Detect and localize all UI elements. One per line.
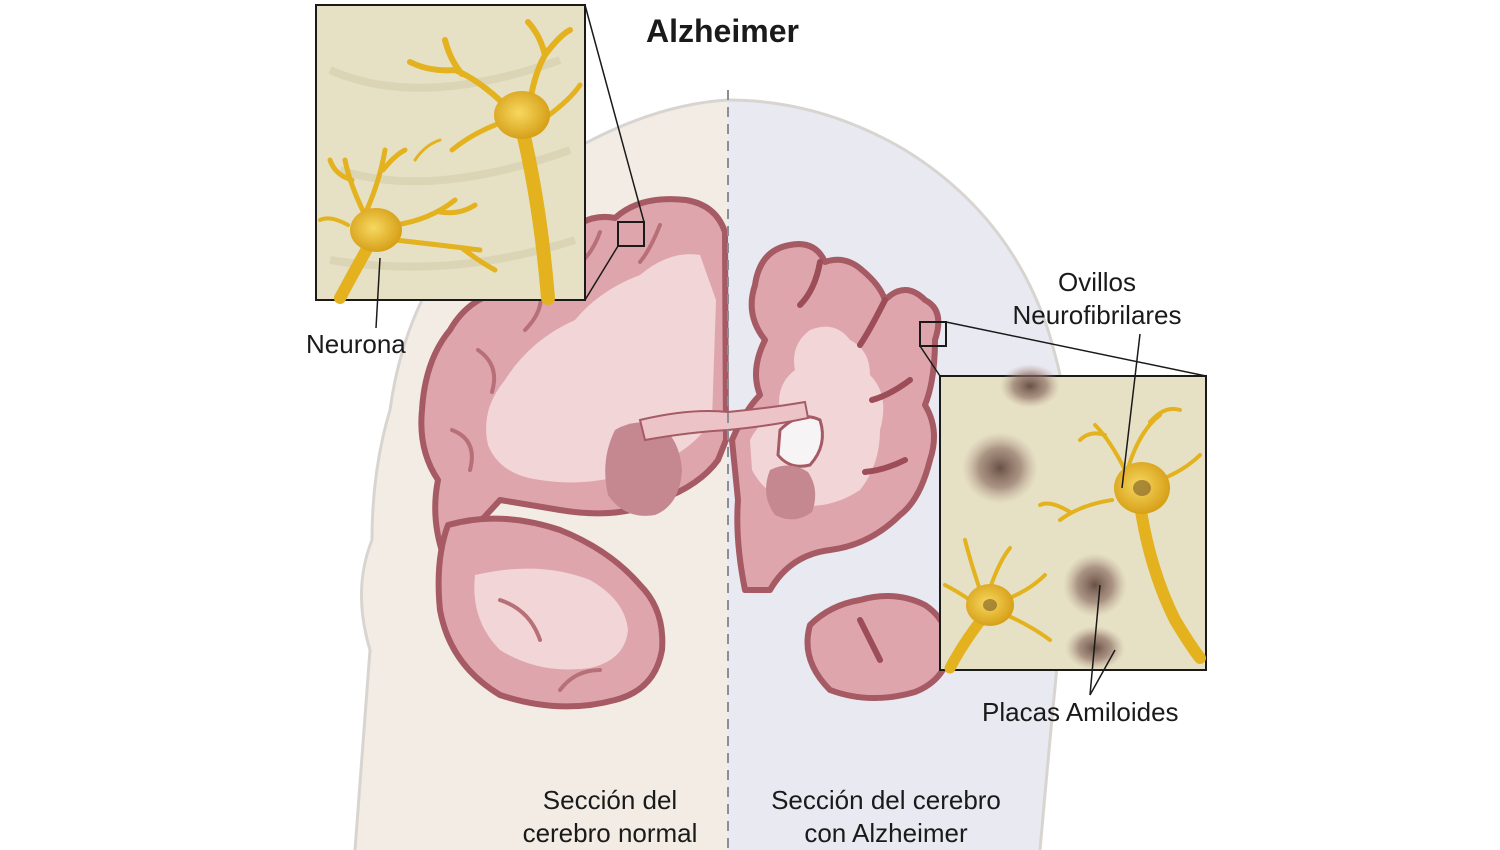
normal-zoom-line-top — [584, 4, 645, 223]
tangles-label-line-2: Neurofibrilares — [1012, 300, 1182, 330]
amyloid-plaques-label: Placas Amiloides — [982, 697, 1179, 727]
normal-caption-line-1: Sección del — [542, 785, 678, 815]
normal-deep-structure — [605, 422, 682, 516]
alzheimer-zoom-line-bottom — [919, 345, 941, 377]
alzheimer-deep-structure — [766, 465, 816, 520]
normal-zoom-line-bottom — [584, 245, 619, 301]
amyloid-plaque — [1000, 364, 1060, 408]
alzheimer-ventricle — [776, 415, 824, 468]
normal-sulci — [450, 223, 662, 692]
healthy-neuron-small — [318, 147, 498, 304]
corpus-callosum — [638, 400, 810, 442]
normal-temporal-white-matter — [474, 568, 628, 670]
alzheimer-brain-caption: Sección del cerebro con Alzheimer — [748, 784, 1024, 850]
alzheimer-zoom-marker — [919, 321, 947, 347]
normal-brain-caption: Sección del cerebro normal — [506, 784, 714, 850]
diagram-title: Alzheimer — [646, 13, 799, 49]
plaques-leader-line-2 — [1089, 649, 1116, 696]
neurofibrillary-tangles-label: Ovillos Neurofibrilares — [998, 266, 1196, 332]
alzheimer-zoom-line-top — [945, 321, 1207, 377]
normal-caption-line-2: cerebro normal — [522, 818, 698, 848]
normal-zoom-marker — [617, 221, 645, 247]
alzheimer-neuron-inset — [939, 364, 1207, 674]
amyloid-plaque — [962, 432, 1038, 504]
normal-neuron-inset — [315, 4, 586, 329]
diseased-neuron-large — [1038, 406, 1206, 664]
alzheimer-widened-sulci — [797, 259, 913, 663]
tangles-label-line-1: Ovillos — [1057, 267, 1136, 297]
tangles-leader-line — [1121, 333, 1141, 489]
alzheimer-caption-line-1: Sección del cerebro — [771, 785, 1001, 815]
amyloid-plaque — [1063, 553, 1127, 617]
plaques-leader-line-1 — [1089, 584, 1101, 696]
alzheimer-temporal-lobe — [804, 593, 953, 701]
alzheimer-caption-line-2: con Alzheimer — [804, 818, 968, 848]
alzheimer-brain-section — [729, 241, 953, 701]
neuron-label: Neurona — [306, 329, 406, 359]
